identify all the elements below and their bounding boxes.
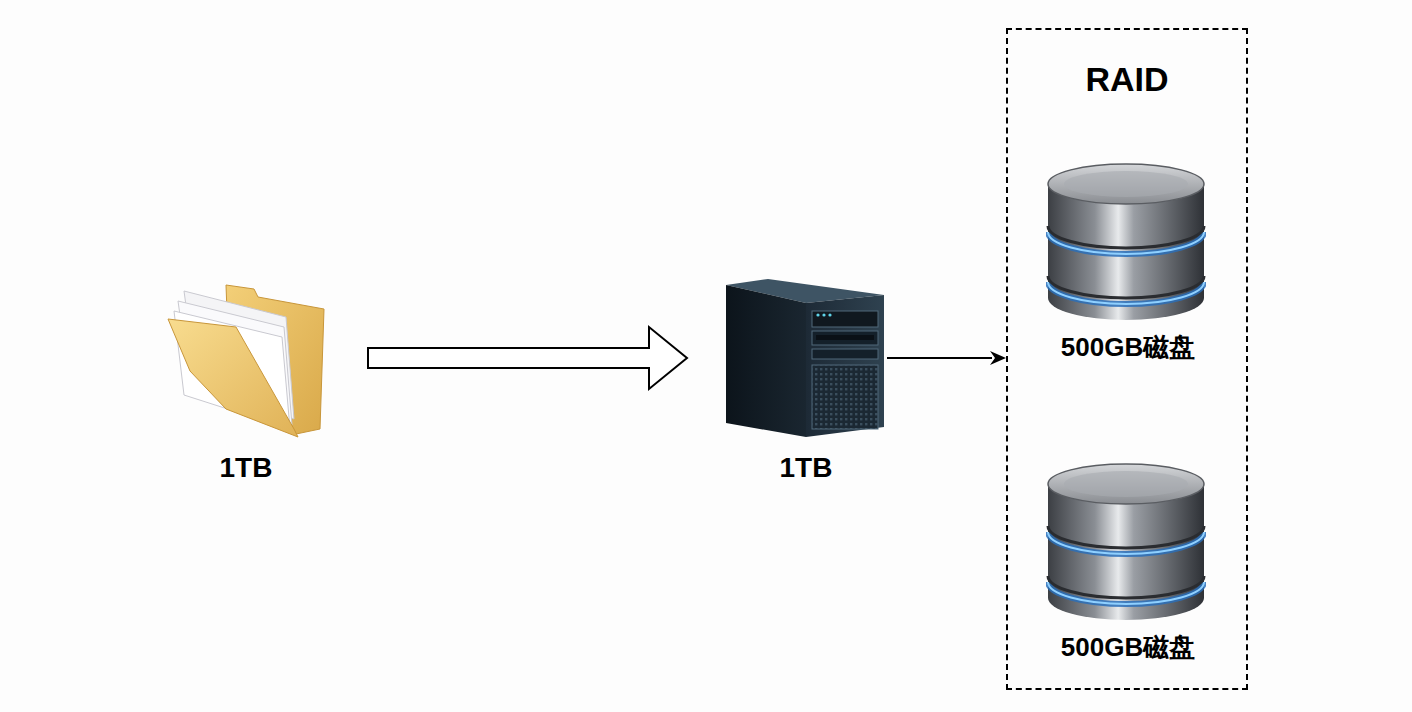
server-node: 1TB (720, 275, 892, 495)
connector-line (887, 357, 992, 359)
arrow-connector (887, 351, 1006, 365)
disk-node: 500GB磁盘 (1044, 460, 1212, 670)
node-label: 1TB (780, 452, 833, 484)
disk-node: 500GB磁盘 (1044, 160, 1212, 370)
disk-icon (1046, 462, 1206, 626)
server-icon (724, 277, 888, 443)
group-heading: RAID (1085, 60, 1168, 99)
raid-group: RAID 500GB磁盘 500GB磁盘 (1006, 28, 1248, 690)
block-arrow (368, 327, 687, 389)
node-label: 1TB (220, 452, 273, 484)
disk-icon (1046, 162, 1206, 326)
folder-icon (166, 279, 326, 443)
folder-node: 1TB (160, 275, 332, 495)
arrow-head (990, 351, 1006, 365)
node-label: 500GB磁盘 (1061, 333, 1195, 363)
block-arrow-shape (368, 327, 687, 389)
node-label: 500GB磁盘 (1061, 633, 1195, 663)
